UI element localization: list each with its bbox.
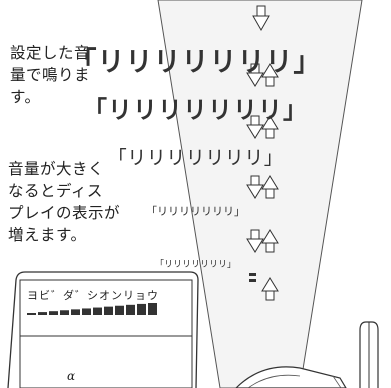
down-arrow-icon [252,5,270,32]
up-arrow-icon [261,115,279,139]
volume-bar-segment [38,312,47,315]
base-unit-body [247,374,301,388]
up-arrow-icon [261,277,279,301]
up-arrow-icon [261,229,279,253]
volume-bar-segment [115,305,124,315]
volume-bar-segment [71,309,80,315]
volume-marker [249,279,256,282]
lcd-screen [19,279,193,388]
lcd-mode-symbol: α [67,369,76,383]
volume-bar-segment [49,311,58,315]
volume-bar-segment [104,306,113,315]
up-arrow-icon [261,63,279,87]
volume-bar-segment [126,304,135,315]
volume-bar-segment [137,303,146,315]
volume-bar-segment [27,313,36,315]
volume-bar-segment [93,307,102,315]
volume-marker [249,273,256,276]
down-arrow-icon [246,115,264,139]
base-unit-body [332,375,342,388]
volume-bar-segment [82,308,91,315]
ring-phrase-3: 「リリリリリリリ」 [107,147,284,169]
base-unit-body [235,366,347,388]
volume-bar-segment [148,303,157,315]
down-arrow-icon [246,175,264,199]
down-arrow-icon [246,63,264,87]
ring-phrase-1: 「リリリリリリリ」 [69,47,322,78]
ring-phrase-5: 「リリリリリリリ」 [154,260,236,270]
lcd-title: ヨビ゛ダ゛シオンリョウ [27,289,159,302]
volume-bar-segment [60,310,69,315]
volume-set-note: 設定した音 量で鳴りま す。 [10,44,91,106]
volume-display-note: 音量が大きく なるとディス プレイの表示が 増えます。 [8,160,121,244]
up-arrow-icon [261,175,279,199]
down-arrow-icon [246,229,264,253]
sound-beam [157,0,363,388]
ring-phrase-2: 「リリリリリリリ」 [83,96,308,124]
ring-phrase-4: 「リリリリリリリ」 [146,205,245,218]
volume-level-bar [27,303,157,315]
